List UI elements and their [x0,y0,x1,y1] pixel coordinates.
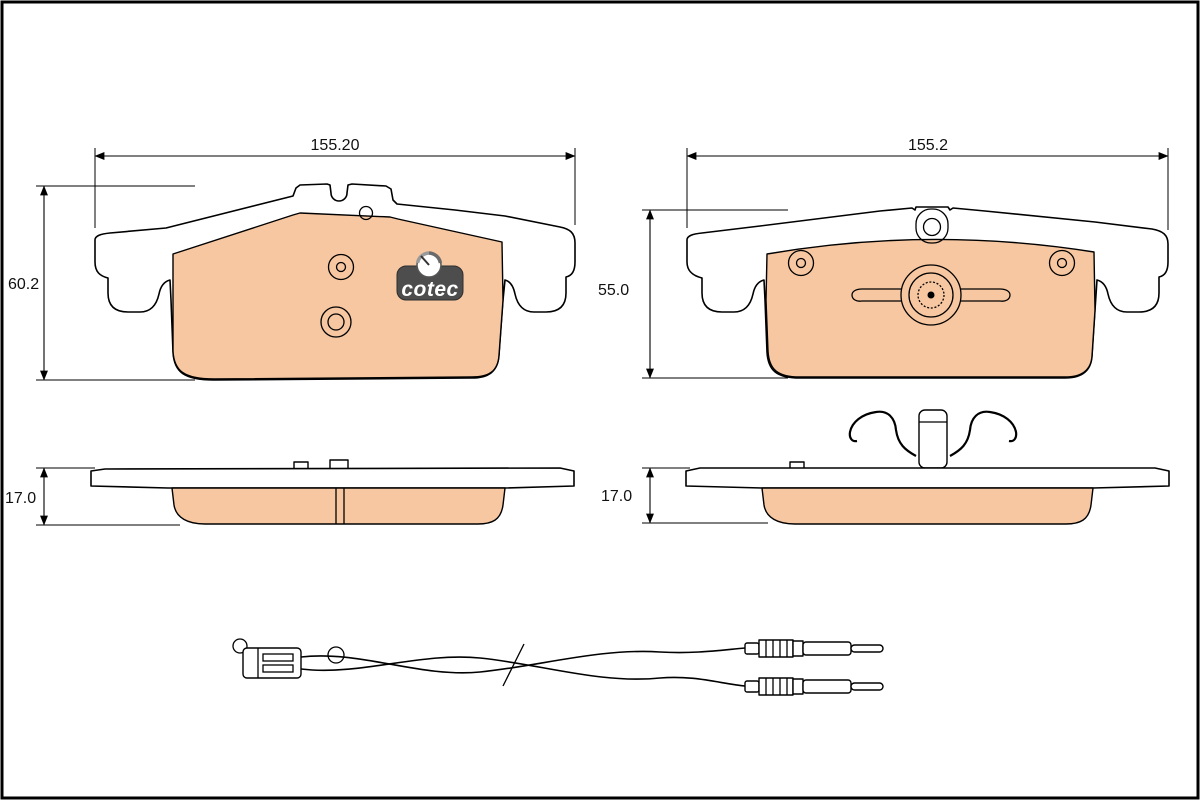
dim-height-left: 60.2 [8,185,195,381]
height-label-right: 55.0 [598,282,629,299]
center-piston-assembly [851,264,1011,326]
sensor-plug-lower [744,677,884,696]
dim-width-right: 155.2 [686,137,1169,230]
cotec-logo: cotec [396,251,464,301]
clip-body [242,647,302,679]
front-view-left: 155.20 60.2 co [8,137,576,381]
side-plate-right [685,467,1170,489]
spring-arm-right [961,288,1011,302]
friction-material-right [765,238,1096,378]
width-label-right: 155.2 [908,137,948,154]
friction-material-left [172,212,504,380]
tab-rivet-hole [358,205,374,221]
dim-thickness-right: 17.0 [601,467,768,524]
dim-width-left: 155.20 [94,137,576,228]
cotec-logo-text: cotec [401,278,458,301]
wear-sensor-cable [232,638,884,696]
sensor-wire-1 [300,647,746,674]
width-label-left: 155.20 [311,137,360,154]
thickness-label-right: 17.0 [601,488,632,505]
dim-thickness-left: 17.0 [5,467,180,526]
side-friction-left [171,487,506,525]
clip-mounting-hole [232,638,248,654]
sensor-plug-upper [744,639,884,658]
spring-arm-left [851,288,901,302]
spring-wire-left [848,410,917,457]
cable-break-mark [502,643,525,687]
side-view-left: 17.0 [5,459,575,526]
sensor-clip-connector [232,638,302,679]
guide-hole-upper-left [327,253,355,281]
guide-hole-right [1048,249,1076,277]
piston-contact-left [320,306,352,338]
side-view-right: 17.0 [601,409,1170,525]
spring-wire-right [949,410,1018,457]
height-label-left: 60.2 [8,276,39,293]
wire-strain-loop [327,646,345,664]
side-plate-left [90,467,575,489]
tab-roller-slot [915,208,949,244]
spring-center-post [918,409,948,469]
anti-rattle-spring-clip [848,409,1018,469]
front-view-right: 155.2 55.0 [598,137,1169,379]
tab-edge-left [329,459,349,470]
side-friction-right [761,487,1094,525]
guide-hole-left [787,249,815,277]
dim-height-right: 55.0 [598,209,788,379]
thickness-label-left: 17.0 [5,490,36,507]
sensor-wire-2 [300,656,746,687]
